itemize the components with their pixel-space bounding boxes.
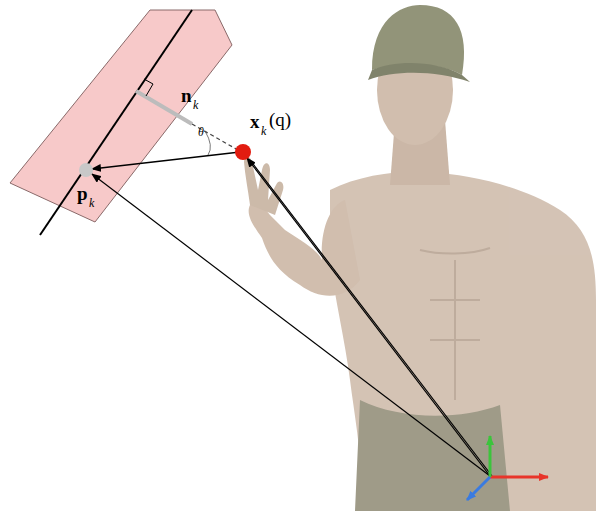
position-arrow — [247, 158, 490, 476]
human-figure — [244, 5, 596, 511]
math-label: (q) — [269, 110, 291, 129]
angle-arc — [205, 131, 210, 155]
math-label: x — [250, 112, 260, 131]
math-label: θ — [198, 126, 204, 138]
math-label: k — [193, 99, 198, 111]
plane-line — [40, 10, 192, 235]
position-arrow — [250, 160, 492, 476]
math-label: k — [261, 125, 266, 137]
math-label: n — [181, 86, 192, 105]
math-label: k — [89, 197, 94, 209]
position-arrow — [92, 174, 490, 476]
math-label: p — [77, 184, 88, 203]
residual-arrow — [92, 152, 240, 169]
coordinate-axes — [467, 436, 548, 500]
right-angle-mark — [144, 79, 153, 96]
point-x — [235, 144, 251, 160]
normal-extension — [192, 124, 238, 150]
point-p — [79, 163, 93, 177]
